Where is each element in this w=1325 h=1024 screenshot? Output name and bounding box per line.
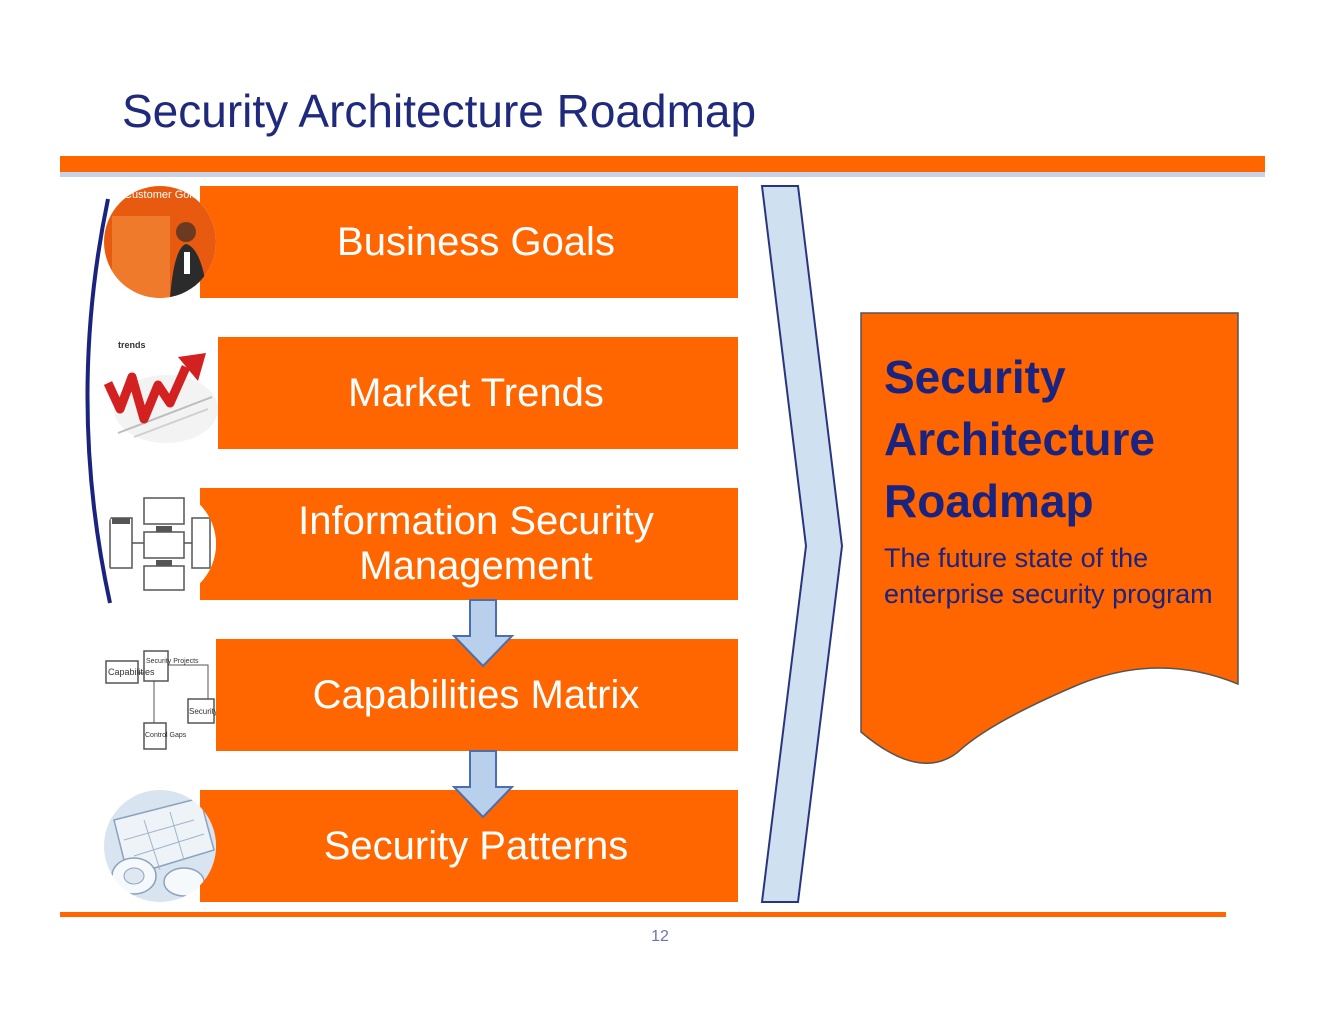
thumb-caption: trends — [118, 340, 146, 350]
target-content: Security Architecture Roadmap The future… — [884, 346, 1224, 612]
page-number: 12 — [651, 928, 669, 945]
blueprints-icon — [104, 790, 216, 902]
down-arrow-icon — [451, 750, 515, 819]
step-label: Security Patterns — [323, 823, 629, 868]
target-description: The future state of the enterprise secur… — [884, 543, 1213, 609]
top-rule — [60, 156, 1265, 172]
step-label: Information Security Management — [298, 499, 654, 588]
process-diagram-icon — [104, 488, 216, 600]
grouping-bracket — [85, 198, 112, 604]
step-label: Capabilities Matrix — [312, 672, 640, 717]
thumb-caption: Capabilities — [108, 667, 155, 677]
step-label: Market Trends — [348, 370, 604, 415]
step-label: Business Goals — [337, 219, 615, 264]
top-rule-accent — [60, 172, 1265, 177]
thumb-caption: Control Gaps — [145, 732, 187, 739]
chevron-arrow — [760, 185, 844, 903]
step-business-goals: Business Goals — [200, 186, 738, 298]
target-heading: Security Architecture Roadmap — [884, 351, 1155, 527]
target-document-panel — [860, 312, 1239, 764]
bottom-rule — [60, 912, 1226, 917]
thumb-caption: Customer Golden Rule — [124, 189, 216, 201]
slide-title: Security Architecture Roadmap — [122, 85, 757, 137]
presenter-photo-icon: Customer Golden Rule — [104, 186, 216, 298]
thumb-caption: Security Projects — [146, 658, 199, 665]
trend-arrow-icon: trends — [104, 337, 218, 449]
step-market-trends: Market Trends — [200, 337, 738, 449]
down-arrow-icon — [451, 599, 515, 668]
step-capabilities-matrix: Capabilities Matrix — [200, 639, 738, 751]
step-security-patterns: Security Patterns — [200, 790, 738, 902]
matrix-diagram-icon: Capabilities Security Projects Security … — [104, 639, 216, 751]
thumb-caption: Security — [189, 707, 216, 716]
step-information-security-management: Information Security Management — [200, 488, 738, 600]
